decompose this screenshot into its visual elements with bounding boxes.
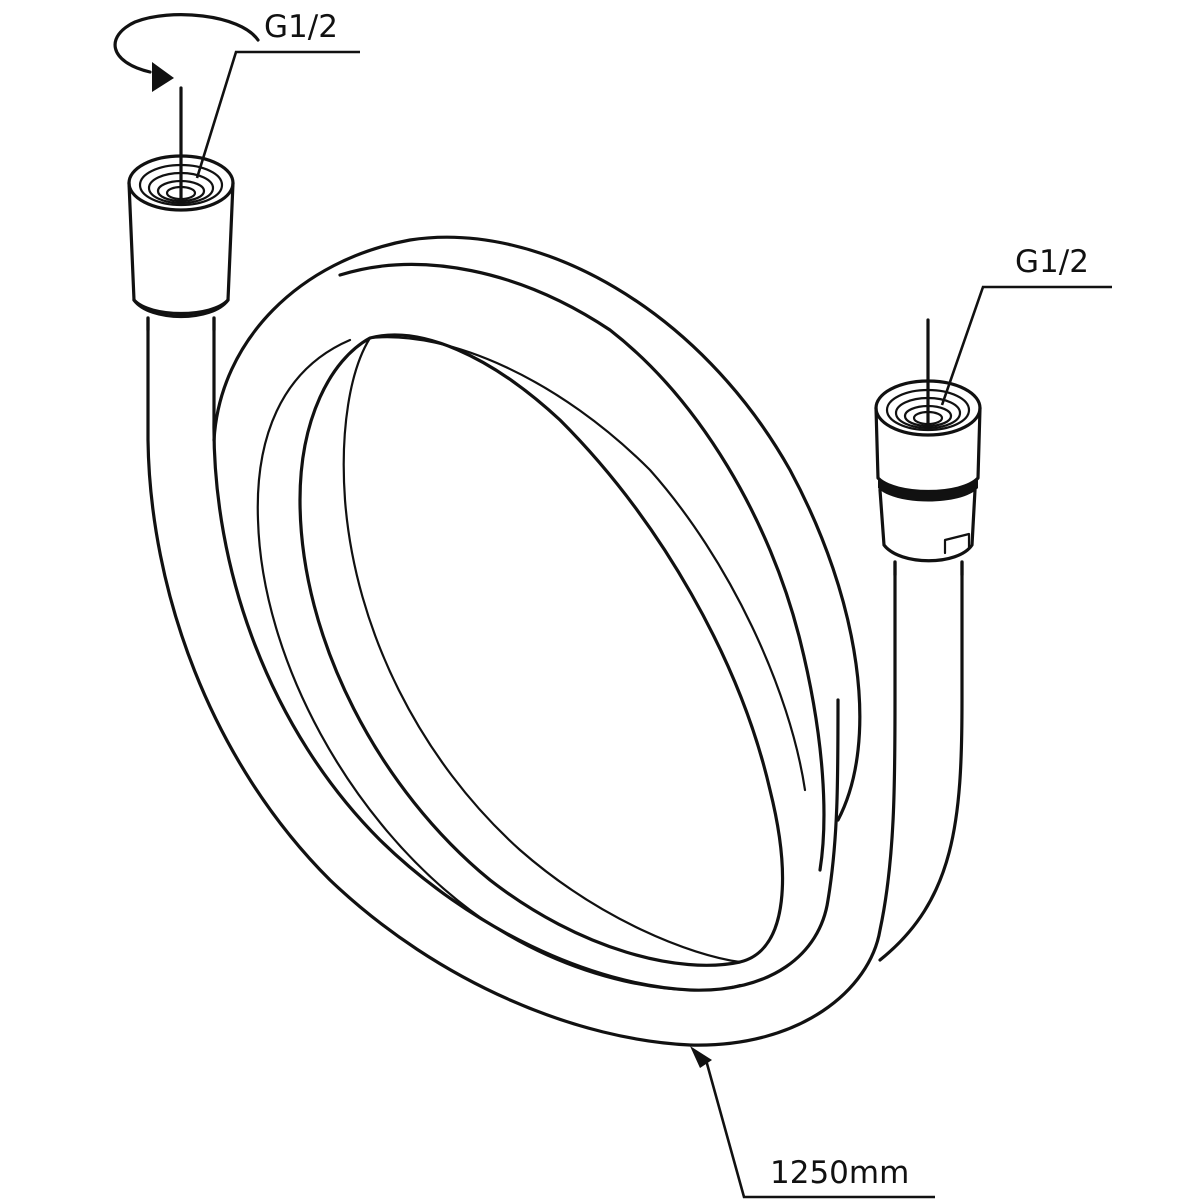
leaders <box>195 50 1112 1199</box>
coil-inner-ring-2 <box>342 336 742 964</box>
hose-coil <box>146 235 964 1047</box>
right-nut-notch <box>943 532 971 555</box>
hose-length-label: 1250mm <box>770 1155 909 1191</box>
coil-inner-ring <box>256 338 742 992</box>
hose-right-tube-inner <box>878 560 964 962</box>
hose-inner-edge <box>212 316 840 992</box>
hose-outer-edge <box>146 316 897 1047</box>
right-thread-leader <box>940 285 1112 406</box>
right-nut-upper <box>874 406 982 493</box>
coil-back-inner <box>368 336 807 792</box>
right-thread-label: G1/2 <box>1015 244 1089 280</box>
back-loop-outer <box>212 235 862 822</box>
back-loop-outer-2 <box>338 262 826 872</box>
left-thread-leader <box>195 50 360 179</box>
left-nut-waist <box>132 298 230 318</box>
length-leader <box>704 1059 935 1199</box>
right-nut-band <box>878 478 978 502</box>
rotation-arrow-icon <box>113 13 260 202</box>
length-arrowhead <box>690 1046 712 1068</box>
coil-inner-hole <box>298 333 785 967</box>
right-connector <box>874 318 982 577</box>
left-thread-label: G1/2 <box>264 9 338 45</box>
